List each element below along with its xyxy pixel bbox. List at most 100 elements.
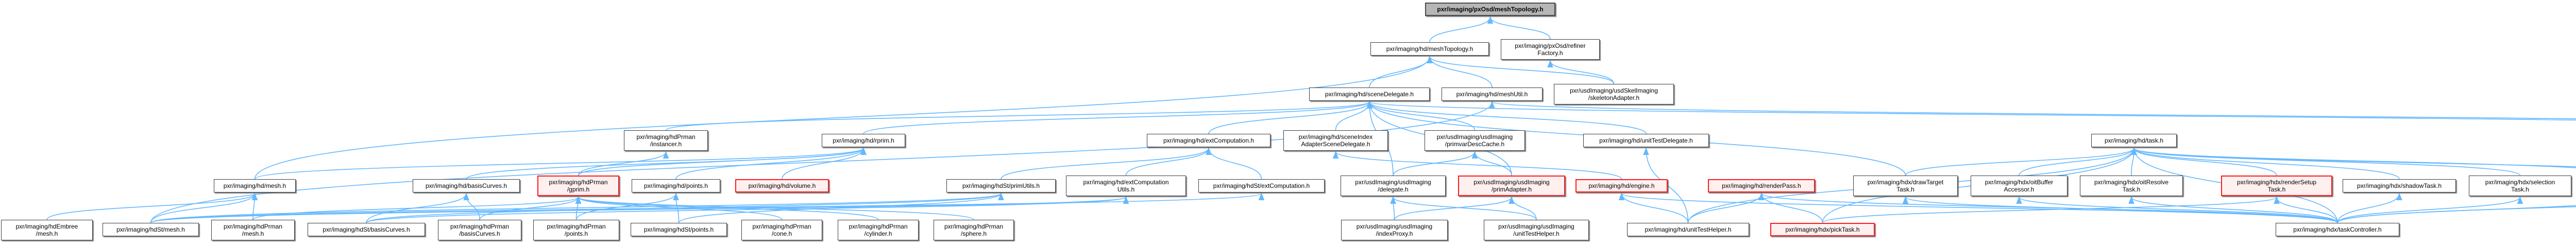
graph-node-hdprman-instancer[interactable]: pxr/imaging/hdPrman /instancer.h [624, 130, 708, 151]
edge-hd-mesh--hd-rprim [254, 147, 867, 180]
graph-node-hdprman-mesh[interactable]: pxr/imaging/hdPrman /mesh.h [211, 220, 295, 240]
graph-node-hdprman-sphere[interactable]: pxr/imaging/hdPrman /sphere.h [934, 220, 1014, 240]
edge-usdimaging-index-proxy--usdimaging-prim-adapter [1394, 196, 1515, 220]
edge-hdx-selection-task--hd-task [2131, 147, 2521, 176]
edge-hd-scene-index-adapter--hd-scene-delegate [1335, 101, 1372, 131]
graph-node-hdembree-mesh[interactable]: pxr/imaging/hdEmbree /mesh.h [1, 220, 93, 240]
graph-node-hd-mesh[interactable]: pxr/imaging/hd/mesh.h [214, 179, 296, 192]
edge-hdprman-points--hd-points [575, 192, 679, 220]
edge-usdimaging-unit-test-helper--usdimaging-delegate [1390, 196, 1537, 220]
edge-hdst-basis-curves--hd-ext-computation-utils [366, 196, 1129, 223]
edge-hdx-render-setup-task--hd-task [2131, 147, 2277, 176]
edge-hdprman-mesh--hd-mesh [251, 192, 258, 220]
edge-hd-ext-computation--hd-scene-delegate [1208, 101, 1372, 134]
edge-hdx-task-controller--hdx-draw-target-task [1903, 196, 2338, 223]
graph-node-usdimaging-primvar-desc-cache[interactable]: pxr/usdImaging/usdImaging /primvarDescCa… [1425, 130, 1525, 151]
edge-hdst-mesh--hdst-ext-computation [150, 192, 1264, 223]
graph-node-hd-scene-delegate[interactable]: pxr/imaging/hd/sceneDelegate.h [1309, 87, 1430, 101]
edge-hd-scene-delegate--hd-mesh-topology [1369, 56, 1433, 88]
graph-node-hdx-draw-target-task[interactable]: pxr/imaging/hdx/drawTarget Task.h [1853, 176, 1958, 196]
graph-node-pxosd-mesh-topology[interactable]: pxr/imaging/pxOsd/meshTopology.h [1425, 3, 1555, 16]
graph-node-hd-ext-computation[interactable]: pxr/imaging/hd/extComputation.h [1147, 134, 1270, 147]
edge-hdx-draw-target-task--hd-task [1905, 147, 2137, 176]
edge-hdprman-cylinder--hdprman-gprim [575, 196, 879, 220]
graph-node-hdst-ext-computation[interactable]: pxr/imaging/hdSt/extComputation.h [1198, 179, 1325, 192]
graph-node-hdprman-points[interactable]: pxr/imaging/hdPrman /points.h [533, 220, 619, 240]
graph-node-usdimaging-delegate[interactable]: pxr/usdImaging/usdImaging /delegate.h [1341, 176, 1446, 196]
graph-node-usdimaging-index-proxy[interactable]: pxr/usdImaging/usdImaging /indexProxy.h [1341, 220, 1448, 240]
graph-node-hd-rprim[interactable]: pxr/imaging/hd/rprim.h [822, 134, 905, 147]
edge-hd-unit-test-delegate--hd-scene-delegate [1366, 101, 1647, 134]
edge-usdimaging-prim-adapter--usdimaging-primvar-desc-cache [1471, 151, 1512, 176]
edge-hdx-task-controller--hd-engine [1619, 192, 2338, 223]
edge-hdst-mesh--hd-mesh-util [150, 101, 1495, 223]
graph-node-usdskel-skeleton-adapter[interactable]: pxr/usdImaging/usdSkelImaging /skeletonA… [1554, 84, 1674, 104]
graph-node-hdprman-gprim[interactable]: pxr/imaging/hdPrman /gprim.h [537, 176, 619, 196]
graph-node-hd-engine[interactable]: pxr/imaging/hd/engine.h [1575, 179, 1668, 192]
graph-node-hd-task[interactable]: pxr/imaging/hd/task.h [2091, 134, 2177, 147]
graph-node-hd-mesh-util[interactable]: pxr/imaging/hd/meshUtil.h [1442, 87, 1543, 101]
edge-hdx-task-controller--hdx-oit-buffer-accessor [2016, 196, 2338, 223]
edge-hdst-mesh--hd-ext-computation-utils [150, 196, 1129, 223]
graph-node-hdst-points[interactable]: pxr/imaging/hdSt/points.h [631, 223, 727, 236]
graph-node-hdx-task-controller[interactable]: pxr/imaging/hdx/taskController.h [2276, 223, 2399, 236]
graph-node-pxosd-refiner-factory[interactable]: pxr/imaging/pxOsd/refiner Factory.h [1501, 39, 1600, 60]
graph-node-usdimaging-unit-test-helper[interactable]: pxr/usdImaging/usdImaging /unitTestHelpe… [1484, 220, 1589, 240]
graph-node-hdprman-cylinder[interactable]: pxr/imaging/hdPrman /cylinder.h [838, 220, 919, 240]
graph-node-hdx-pick-task[interactable]: pxr/imaging/hdx/pickTask.h [1770, 223, 1875, 236]
edge-hd-volume--hd-rprim [782, 147, 867, 180]
edge-usdimaging-delegate--usdimaging-primvar-desc-cache [1393, 151, 1478, 176]
edge-usdimaging-unit-test-helper--usdimaging-prim-adapter [1509, 196, 1537, 220]
graph-node-hd-unit-test-delegate[interactable]: pxr/imaging/hd/unitTestDelegate.h [1583, 134, 1709, 147]
graph-node-hdst-basis-curves[interactable]: pxr/imaging/hdSt/basisCurves.h [308, 223, 425, 236]
edge-hd-engine--hd-scene-index-adapter [1332, 151, 1622, 180]
edge-hdx-task-controller--hdx-selection-task [2337, 196, 2523, 223]
graph-node-hdprman-cone[interactable]: pxr/imaging/hdPrman /cone.h [741, 220, 822, 240]
edge-hdx-pick-task--hdx-render-setup-task [1822, 196, 2280, 223]
graph-node-hdst-mesh[interactable]: pxr/imaging/hdSt/mesh.h [103, 223, 199, 236]
edge-hd-unit-test-helper--hd-render-pass [1687, 192, 1765, 223]
graph-node-hdx-oit-buffer-accessor[interactable]: pxr/imaging/hdx/oitBuffer Accessor.h [1971, 176, 2067, 196]
edge-hdst-mesh--hd-mesh [150, 192, 258, 223]
edge-hdst-ext-computation--hd-ext-computation [1206, 147, 1262, 180]
edge-hd-unit-test-helper--hd-engine [1618, 192, 1689, 223]
graph-node-hd-ext-computation-utils[interactable]: pxr/imaging/hd/extComputation Utils.h [1066, 176, 1186, 196]
graph-node-hd-points[interactable]: pxr/imaging/hd/points.h [632, 179, 720, 192]
graph-node-hdst-prim-utils[interactable]: pxr/imaging/hdSt/primUtils.h [946, 179, 1056, 192]
graph-node-hdx-selection-task[interactable]: pxr/imaging/hdx/selection Task.h [2469, 176, 2571, 196]
edge-hdembree-mesh--hd-mesh [46, 192, 258, 220]
edge-pxosd-refiner-factory--pxosd-mesh-topology [1487, 16, 1551, 40]
graph-node-hd-basis-curves[interactable]: pxr/imaging/hd/basisCurves.h [413, 179, 520, 192]
edge-hdst-prim-utils--hd-ext-computation [1001, 147, 1212, 180]
edge-usdskel-skeleton-adapter--hd-mesh-topology [1427, 56, 1615, 84]
edge-hdst-mesh--hdst-prim-utils [150, 192, 1004, 223]
edge-hdprman-gprim--hd-rprim [578, 147, 867, 176]
graph-node-usdimaging-prim-adapter[interactable]: pxr/usdImaging/usdImaging /primAdapter.h [1458, 176, 1565, 196]
edge-hdprman-basis-curves--hdprman-gprim [479, 196, 582, 220]
graph-node-hd-volume[interactable]: pxr/imaging/hd/volume.h [735, 179, 829, 192]
edge-hdx-oit-buffer-accessor--hd-task [2019, 147, 2137, 176]
edge-hdprman-instancer--hd-scene-delegate [665, 101, 1372, 131]
edge-usdimaging-index-proxy--usdimaging-delegate [1390, 196, 1396, 220]
edge-hdx-task--hd-task [2131, 147, 2576, 167]
graph-node-hd-scene-index-adapter[interactable]: pxr/imaging/hd/sceneIndex AdapterSceneDe… [1283, 130, 1388, 151]
graph-node-hdx-render-setup-task[interactable]: pxr/imaging/hdx/renderSetup Task.h [2221, 176, 2332, 196]
edge-hdx-task-controller--hd-render-pass [1758, 192, 2338, 223]
edge-hdx-free-camera-scene-delegate--hd-scene-delegate [1367, 101, 2576, 121]
edge-hdx-shadow-task--hd-task [2131, 147, 2400, 180]
edge-hd-mesh--hd-mesh-topology [254, 56, 1433, 180]
graph-node-hd-unit-test-helper[interactable]: pxr/imaging/hd/unitTestHelper.h [1627, 223, 1749, 236]
edge-hdx-task-controller--hdx-simple-light-task [2337, 205, 2576, 223]
edge-hd-points--hd-rprim [675, 147, 867, 180]
edge-hdprman-gprim--hdprman-instancer [578, 151, 669, 176]
graph-node-hd-render-pass[interactable]: pxr/imaging/hd/renderPass.h [1708, 179, 1815, 192]
edge-usdimaging-primvar-desc-cache--hd-scene-delegate [1366, 101, 1476, 131]
edge-hdembree-mesh-samplers--hd-mesh-util [1489, 101, 2576, 119]
edge-hdx-task-controller--hdx-task [2337, 206, 2576, 223]
edge-hdx-task-controller--hdx-shadow-task [2337, 192, 2402, 223]
graph-node-hdprman-basis-curves[interactable]: pxr/imaging/hdPrman /basisCurves.h [438, 220, 521, 240]
graph-node-hd-mesh-topology[interactable]: pxr/imaging/hd/meshTopology.h [1370, 42, 1489, 56]
graph-node-hdx-oit-resolve-task[interactable]: pxr/imaging/hdx/oitResolve Task.h [2080, 176, 2183, 196]
graph-node-hdx-shadow-task[interactable]: pxr/imaging/hdx/shadowTask.h [2343, 179, 2456, 192]
